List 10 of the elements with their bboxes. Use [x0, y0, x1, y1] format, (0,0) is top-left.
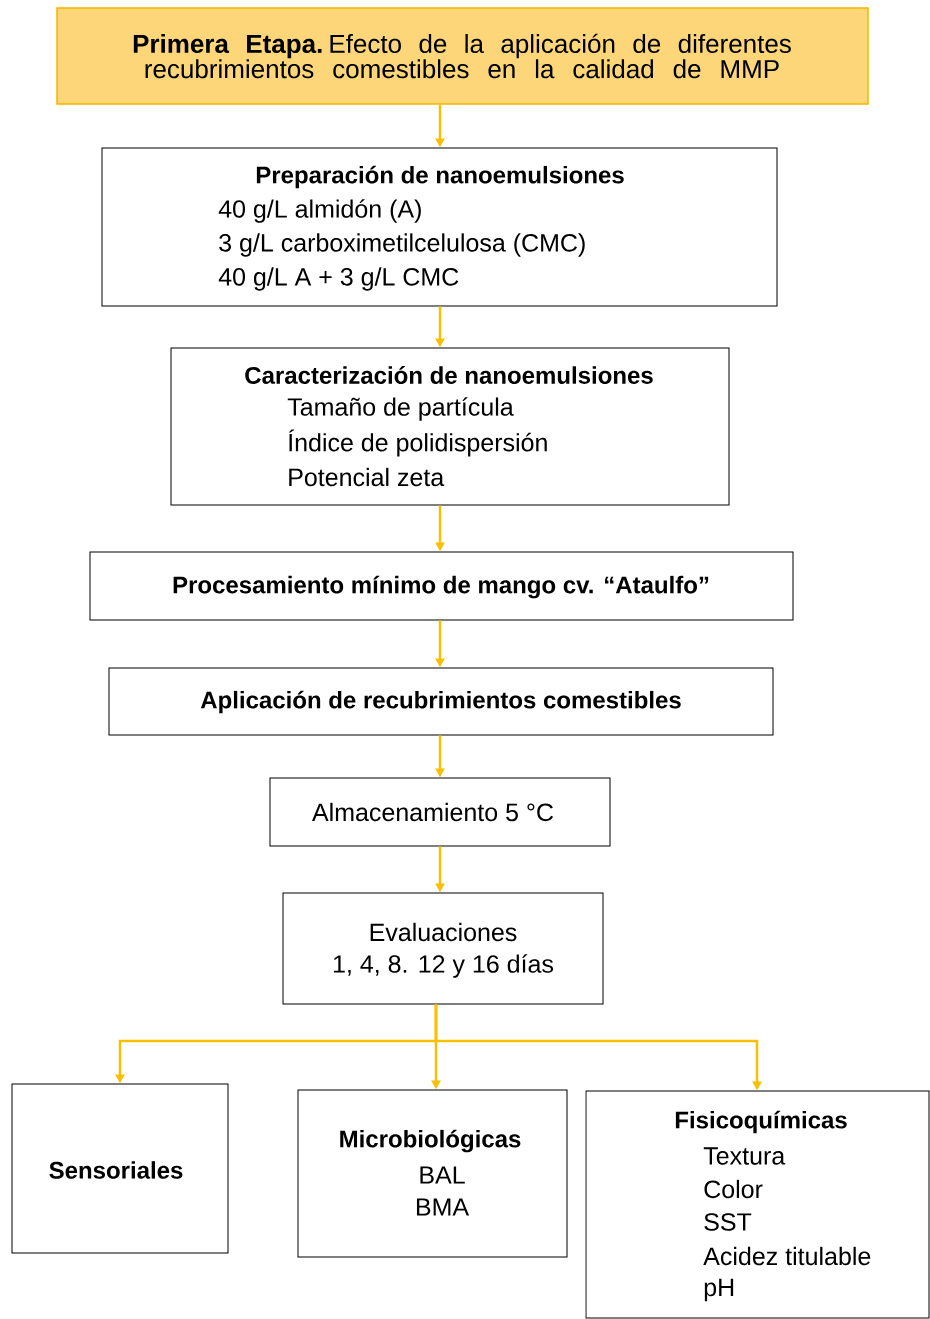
process-box: Procesamiento mínimo de mango cv. “Ataulfo” [89, 551, 794, 621]
process-box: Fisicoquímicas Textura Color SST Acidez titulable pH [585, 1090, 930, 1319]
title-box: Primera Etapa. Efecto de la aplicación de diferentes recubrimientos comestibles en la calidad de MMP [56, 7, 869, 105]
process-box: Aplicación de recubrimientos comestibles [108, 667, 774, 736]
process-box: Microbiológicas BAL BMA [297, 1089, 568, 1258]
process-box: Evaluaciones 1, 4, 8. 12 y 16 días [282, 892, 604, 1005]
process-box: Preparación de nanoemulsiones 40 g/L almidón (A) 3 g/L carboximetilcelulosa (CMC) 40 g/L A + 3 g/L CMC [101, 147, 778, 307]
process-box: Sensoriales [11, 1083, 229, 1254]
process-box: Almacenamiento 5 °C [269, 777, 611, 847]
process-box: Caracterización de nanoemulsiones Tamaño de partícula Índice de polidispersión Potencial zeta [170, 347, 730, 506]
